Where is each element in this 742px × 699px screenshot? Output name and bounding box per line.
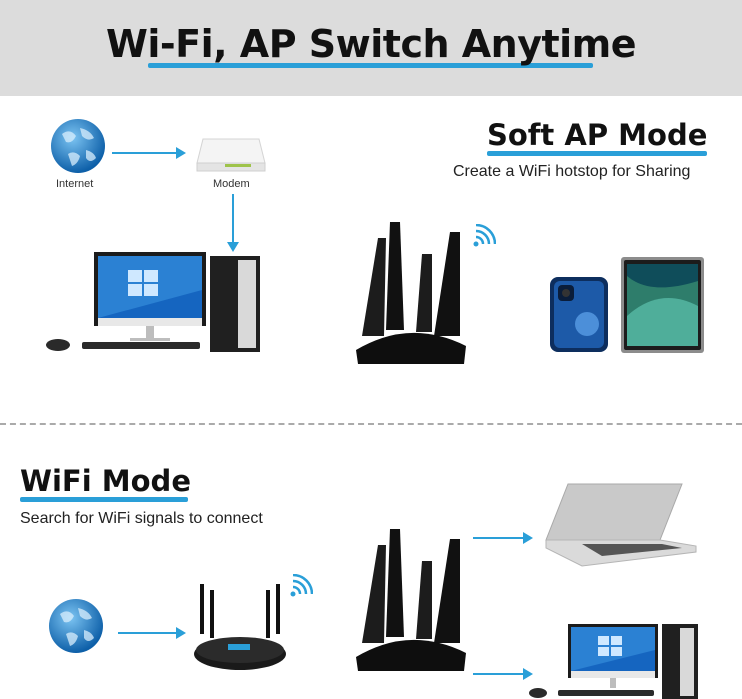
arrow-head-icon: [227, 242, 239, 252]
page-title: Wi-Fi, AP Switch Anytime: [105, 22, 637, 66]
laptop-icon: [545, 483, 697, 567]
globe-icon: [49, 599, 103, 653]
internet-label: Internet: [56, 178, 94, 190]
soft-ap-title: Soft AP Mode: [487, 118, 708, 152]
soft-ap-underline: [487, 151, 707, 156]
section-divider: [0, 423, 742, 425]
globe-icon: [51, 119, 105, 173]
wifi-adapter-icon: [356, 529, 466, 671]
router-icon: [194, 584, 286, 670]
wifi-mode-subtitle: Search for WiFi signals to connect: [20, 510, 263, 527]
soft-ap-subtitle: Create a WiFi hotstop for Sharing: [453, 163, 691, 180]
wifi-signal-icon: [473, 224, 496, 247]
desktop-pc-icon: [529, 624, 698, 699]
arrow-modem-pc: [232, 194, 234, 244]
arrow-internet-modem: [112, 152, 178, 154]
arrow-head-icon: [176, 147, 186, 159]
desktop-pc-icon: [46, 252, 260, 352]
arrow-head-icon: [523, 668, 533, 680]
arrow-adapter-laptop: [473, 537, 525, 539]
smartphone-icon: [550, 277, 608, 352]
wifi-signal-icon: [290, 574, 313, 597]
wifi-mode-underline: [20, 497, 188, 502]
tablet-icon: [621, 257, 704, 353]
arrow-internet-router: [118, 632, 178, 634]
arrow-adapter-pc: [473, 673, 525, 675]
modem-icon: [196, 138, 266, 172]
header-banner: [0, 0, 742, 96]
arrow-head-icon: [176, 627, 186, 639]
title-underline: [148, 63, 593, 68]
wifi-mode-title: WiFi Mode: [20, 464, 191, 498]
modem-label: Modem: [213, 178, 250, 190]
wifi-adapter-icon: [356, 222, 466, 364]
arrow-head-icon: [523, 532, 533, 544]
